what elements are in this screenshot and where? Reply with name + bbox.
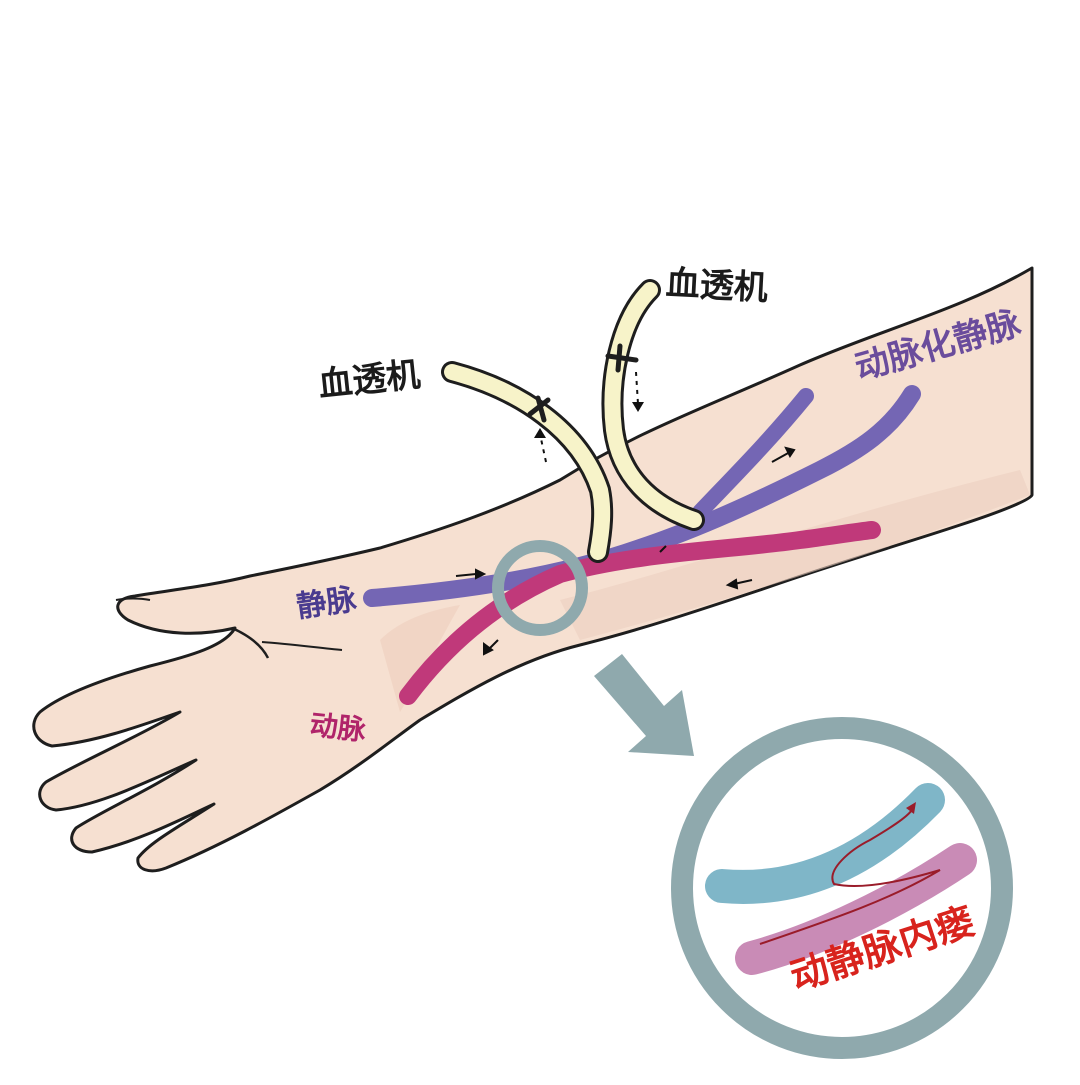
- wrist-shading: [380, 605, 460, 712]
- anastomosis-marker: [492, 540, 588, 636]
- arm-shading: [560, 470, 1030, 640]
- tube-clamps: [527, 343, 639, 423]
- fistula-flow-arrowhead: [906, 802, 916, 814]
- palm-crease: [261, 641, 343, 651]
- down-right-arrow-icon: [594, 654, 694, 756]
- dialysis-tube-2-fill: [604, 282, 702, 528]
- fistula-vein: [705, 783, 945, 904]
- artery-label: 动脉: [308, 708, 368, 747]
- vein-label: 静脉: [294, 581, 359, 625]
- vein-branch: [692, 388, 814, 520]
- fistula-flow-line: [759, 809, 941, 945]
- fistula-artery: [735, 843, 977, 975]
- flow-arrows: [455, 446, 796, 656]
- thumb-crease: [231, 626, 270, 659]
- dialysis-machine-label-right: 血透机: [664, 263, 769, 309]
- thumbnail: [115, 597, 151, 601]
- artery-main: [399, 521, 881, 705]
- dialysis-tube-1-fill: [444, 364, 611, 560]
